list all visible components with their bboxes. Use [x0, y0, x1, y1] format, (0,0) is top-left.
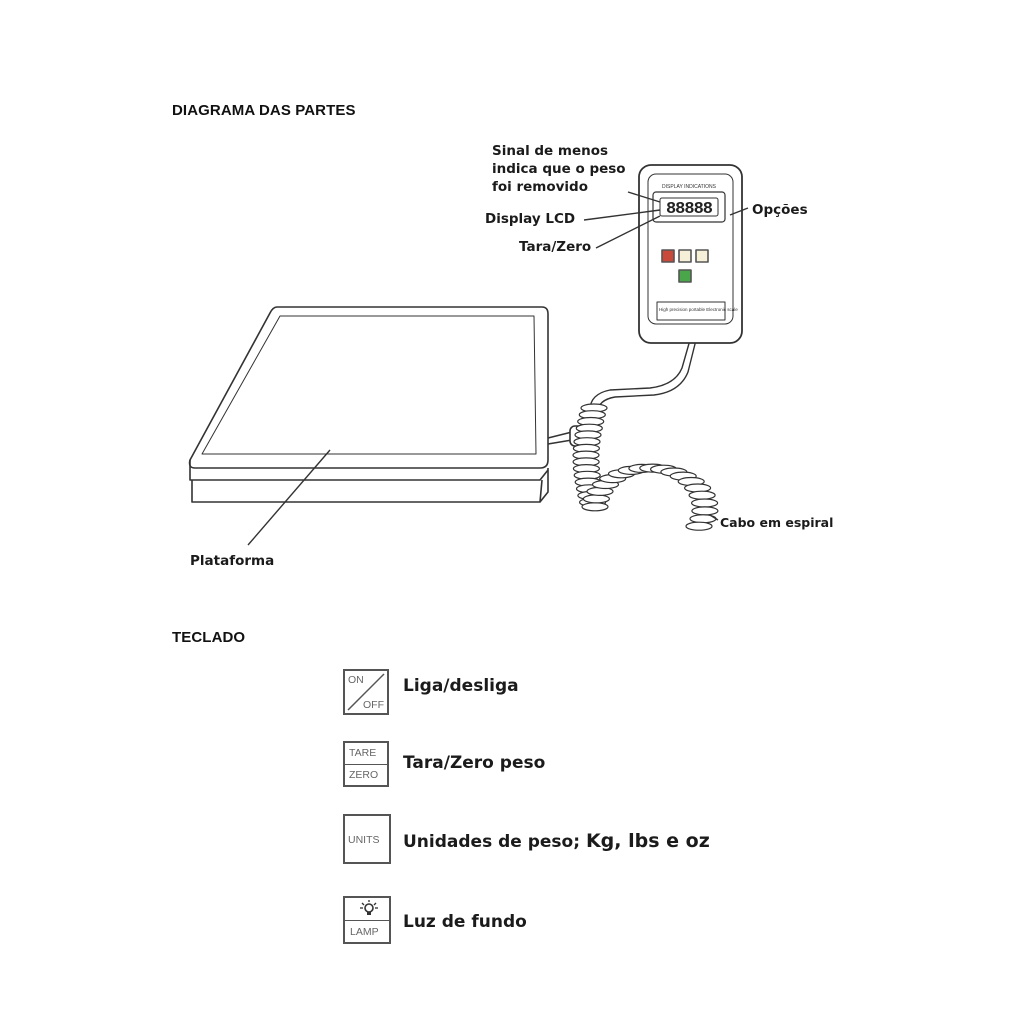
label-minus-sign: Sinal de menos indica que o peso foi rem…	[492, 143, 626, 195]
units-key[interactable]: UNITS	[343, 814, 391, 864]
units-description-prefix: Unidades de peso;	[403, 832, 581, 852]
coiled-cable-drawing	[589, 339, 697, 413]
cable-coil	[581, 502, 609, 512]
platform-drawing	[188, 306, 585, 503]
tare-key-label: TARE	[349, 747, 377, 759]
leader-lines	[247, 191, 749, 546]
cable-coil	[683, 483, 712, 493]
bulb-icon	[360, 900, 378, 915]
label-tare-zero: Tara/Zero	[519, 239, 591, 255]
cable-coil	[582, 494, 610, 504]
cable-coil	[688, 490, 716, 500]
label-platform: Plataforma	[190, 553, 274, 569]
units-description-units: Kg, lbs e oz	[585, 830, 710, 852]
diagram-section-title: DIAGRAMA DAS PARTES	[172, 102, 356, 119]
lamp-key[interactable]: LAMP	[343, 896, 391, 944]
lamp-key-label: LAMP	[350, 926, 379, 938]
indicator-unit-drawing	[638, 164, 743, 344]
tare-zero-key[interactable]: TARE ZERO	[343, 741, 389, 787]
footer-text: High precision portable Electronic scale	[659, 307, 738, 312]
scale-diagram: DISPLAY INDICATIONS 88888 High precision…	[188, 164, 833, 569]
diagonal-slash-icon	[347, 673, 385, 711]
units-description: Unidades de peso; Kg, lbs e oz	[403, 830, 710, 852]
label-lcd: Display LCD	[485, 211, 575, 227]
lamp-description: Luz de fundo	[403, 912, 527, 932]
display-header-text: DISPLAY INDICATIONS	[662, 184, 717, 190]
units-key-label: UNITS	[348, 834, 380, 846]
label-options: Opções	[752, 202, 808, 218]
on-off-key-bottom: OFF	[363, 699, 384, 711]
keypad-section-title: TECLADO	[172, 629, 246, 646]
on-off-description: Liga/desliga	[403, 676, 519, 696]
zero-key-label: ZERO	[349, 769, 379, 781]
cable-coil	[691, 506, 719, 516]
tare-zero-description: Tara/Zero peso	[403, 753, 546, 773]
cable-coil	[690, 498, 719, 508]
lcd-digits: 88888	[666, 200, 713, 219]
on-off-key[interactable]: ON OFF	[343, 669, 389, 715]
label-cable: Cabo em espiral	[720, 515, 833, 530]
on-off-key-top: ON	[348, 674, 364, 686]
cable-coil	[685, 521, 713, 531]
cable-coils	[572, 403, 719, 531]
